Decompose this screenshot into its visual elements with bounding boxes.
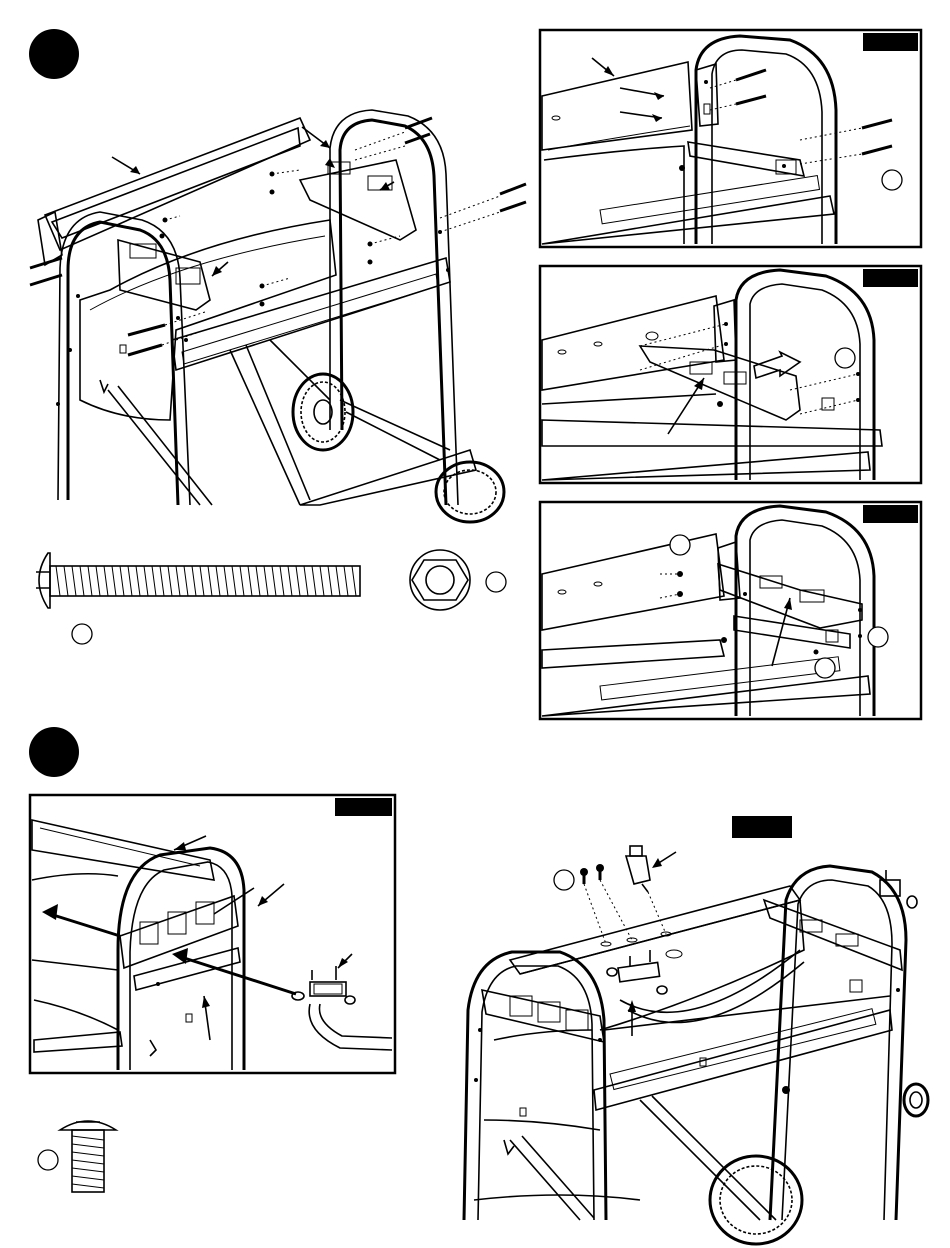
detail-panel-3 <box>540 502 921 719</box>
callout-detail-1 <box>882 170 902 190</box>
callout-short-screw <box>38 1150 58 1170</box>
wheel-icon <box>293 374 353 450</box>
wheel-icon <box>904 1084 928 1116</box>
igniter-icon <box>626 846 666 934</box>
step-a-marker <box>29 29 79 79</box>
callout-detail-3c <box>815 658 835 678</box>
main-cart-view-top <box>30 110 526 522</box>
detail-panel-4-tag <box>335 798 392 816</box>
detail-panel-4 <box>30 795 395 1073</box>
callout-detail-3b <box>868 627 888 647</box>
callout-main-view-2 <box>554 870 574 890</box>
callout-detail-3a <box>670 535 690 555</box>
gas-valve-icon <box>607 950 667 994</box>
detail-panel-3-tag <box>863 505 918 523</box>
bolt-group-right <box>270 118 527 265</box>
callout-long-bolt <box>72 624 92 644</box>
long-bolt-icon <box>36 553 360 608</box>
callout-hex-nut <box>486 572 506 592</box>
main-view-2-tag <box>732 816 792 838</box>
step-b-marker <box>29 727 79 777</box>
detail-panel-2 <box>540 266 921 483</box>
callout-detail-2 <box>835 348 855 368</box>
main-cart-view-bottom <box>464 846 928 1244</box>
hex-nut-icon <box>410 550 470 610</box>
detail-panel-1-tag <box>863 33 918 51</box>
detail-panel-2-tag <box>863 269 918 287</box>
short-screw-icon <box>60 1121 116 1192</box>
